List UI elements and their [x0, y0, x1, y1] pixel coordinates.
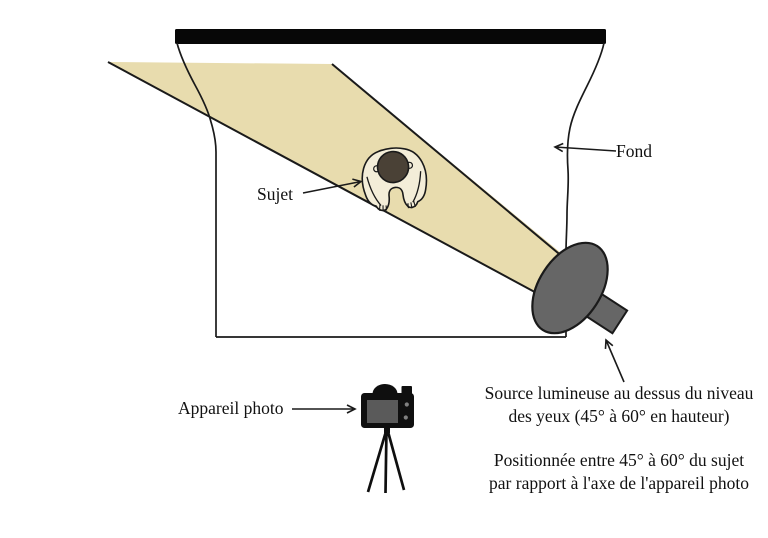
light-source-caption: Source lumineuse au dessus du niveau des…: [439, 382, 768, 428]
camera-nub: [401, 386, 412, 395]
subject-head: [376, 150, 410, 184]
sujet-arrow: [302, 178, 363, 194]
tripod-legs: [366, 427, 406, 494]
backdrop-rail: [175, 29, 606, 44]
tripod-post: [384, 426, 390, 433]
camera-screen: [367, 400, 398, 423]
beam-upper-edge: [331, 63, 571, 264]
fond-arrow: [553, 142, 617, 153]
light-source-head: [531, 241, 609, 335]
camera-dot-bottom: [403, 415, 408, 420]
subject-figure: [361, 147, 428, 212]
camera-icon: [361, 384, 414, 494]
appareil-photo-label: Appareil photo: [178, 398, 284, 418]
beam-lower-edge: [107, 61, 558, 305]
light-source-arrow: [604, 338, 625, 383]
subject-arm-crease-right: [412, 171, 422, 203]
camera-dot-top: [404, 402, 409, 407]
fond-label: Fond: [616, 141, 652, 161]
subject-arm-crease-left: [366, 176, 382, 206]
backdrop-left-edge: [176, 42, 217, 337]
light-beam: [108, 62, 572, 304]
positioning-caption-line1: Positionnée entre 45° à 60° du sujet: [493, 450, 745, 470]
light-source-caption-line1: Source lumineuse au dessus du niveau: [484, 383, 754, 403]
subject-fingers: [378, 200, 416, 212]
positioning-caption-line2: par rapport à l'axe de l'appareil photo: [489, 472, 749, 493]
positioning-caption: Positionnée entre 45° à 60° du sujet par…: [439, 449, 768, 495]
light-source: [531, 241, 629, 335]
backdrop-right-edge: [565, 42, 605, 337]
sujet-label: Sujet: [257, 184, 293, 204]
light-source-caption-line2: des yeux (45° à 60° en hauteur): [508, 405, 730, 426]
